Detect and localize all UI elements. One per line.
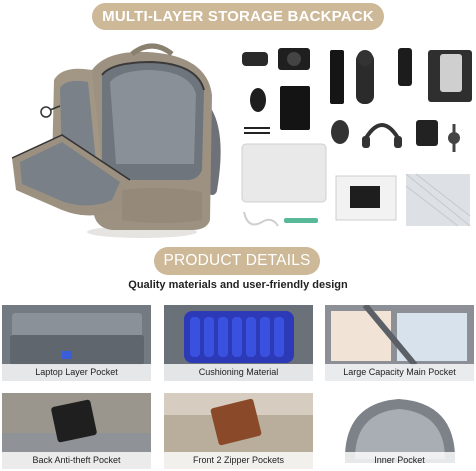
feature-label: Large Capacity Main Pocket — [325, 364, 474, 381]
details-subtitle: Quality materials and user-friendly desi… — [128, 279, 348, 291]
feature-front-pockets: Front 2 Zipper Pockets — [164, 393, 313, 469]
backpack-image — [11, 43, 221, 238]
feature-cushioning: Cushioning Material — [164, 305, 313, 381]
feature-anti-theft: Back Anti-theft Pocket — [2, 393, 151, 469]
header-title: MULTI-LAYER STORAGE BACKPACK — [92, 3, 384, 30]
feature-label: Front 2 Zipper Pockets — [164, 452, 313, 469]
feature-laptop-layer: Laptop Layer Pocket — [2, 305, 151, 381]
feature-label: Cushioning Material — [164, 364, 313, 381]
feature-label: Inner Pocket — [325, 452, 474, 469]
packed-items-image — [241, 48, 472, 227]
feature-main-pocket: Large Capacity Main Pocket — [325, 305, 474, 381]
feature-inner-pocket: Inner Pocket — [325, 393, 474, 469]
details-title: PRODUCT DETAILS — [154, 247, 320, 275]
feature-label: Laptop Layer Pocket — [2, 364, 151, 381]
feature-label: Back Anti-theft Pocket — [2, 452, 151, 469]
inner-pocket-image — [325, 393, 474, 469]
